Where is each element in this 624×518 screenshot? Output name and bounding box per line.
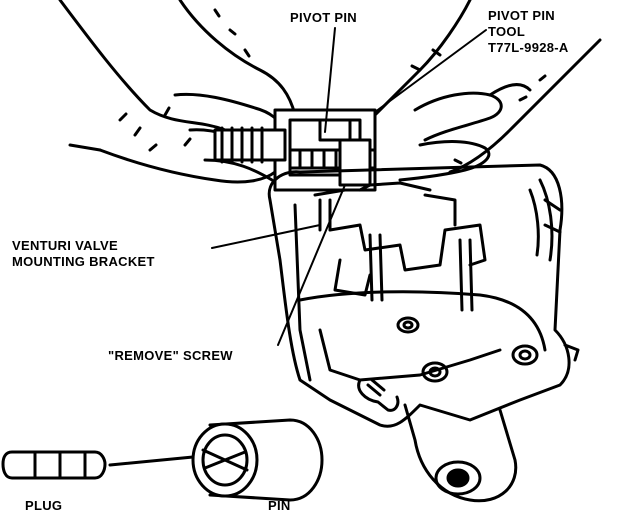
pin-part xyxy=(108,418,324,502)
label-venturi-valve-bracket: VENTURI VALVE MOUNTING BRACKET xyxy=(12,238,155,270)
lower-boss xyxy=(357,378,518,503)
plug-part xyxy=(1,450,107,480)
label-venturi-line2: MOUNTING BRACKET xyxy=(12,254,155,269)
label-venturi-line1: VENTURI VALVE xyxy=(12,238,118,253)
label-pin: PIN xyxy=(268,498,291,513)
label-pivot-pin-tool: PIVOT PIN TOOL T77L-9928-A xyxy=(488,8,569,56)
pivot-pin-tool xyxy=(213,108,377,192)
label-remove-screw: "REMOVE" SCREW xyxy=(108,348,233,363)
label-pivot-pin-tool-line2: TOOL xyxy=(488,24,526,39)
leader-lines xyxy=(211,27,487,346)
carburetor-body xyxy=(267,163,580,428)
label-plug: PLUG xyxy=(25,498,63,513)
label-pivot-pin-tool-line3: T77L-9928-A xyxy=(488,40,569,55)
label-pivot-pin-tool-line1: PIVOT PIN xyxy=(488,8,555,23)
label-pivot-pin: PIVOT PIN xyxy=(290,10,357,25)
